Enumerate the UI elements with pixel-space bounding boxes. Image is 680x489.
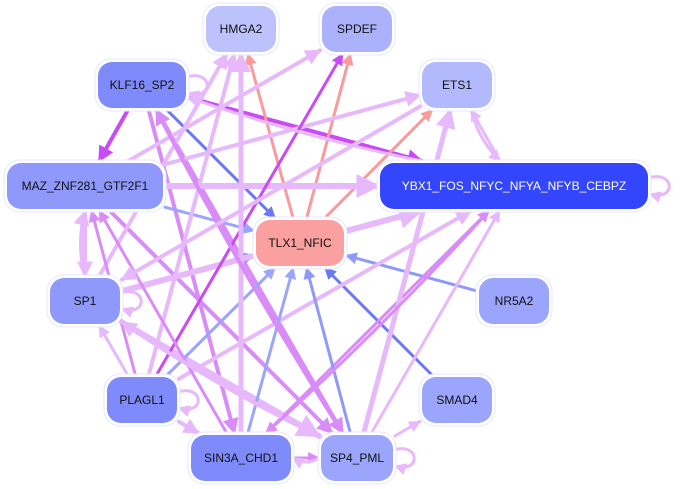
node-label: SMAD4: [436, 393, 478, 407]
edge-sp4_pml-to-tlx1_nfic: [303, 266, 352, 435]
node-label: SIN3A_CHD1: [204, 451, 278, 465]
node-ybx1[interactable]: YBX1_FOS_NFYC_NFYA_NFYB_CEBPZ: [376, 159, 652, 213]
node-label: TLX1_NFIC: [268, 236, 332, 250]
edge-ybx1-to-ets1: [469, 108, 502, 163]
edge-maz_znf281_gtf2f1-to-tlx1_nfic: [163, 205, 256, 234]
edge-ybx1-to-klf16_sp2: [186, 95, 424, 163]
edge-tlx1_nfic-to-ets1: [323, 108, 434, 220]
node-ets1[interactable]: ETS1: [418, 58, 496, 112]
edge-plagl1-to-spdef: [154, 52, 345, 377]
node-box: [256, 220, 344, 266]
edge-klf16_sp2-to-tlx1_nfic: [165, 108, 277, 220]
node-tlx1-nfic[interactable]: TLX1_NFIC: [252, 216, 348, 270]
node-box: [380, 163, 648, 209]
edge-nr5a2-to-tlx1_nfic: [344, 252, 479, 293]
node-maz-znf281-gtf2f1[interactable]: MAZ_ZNF281_GTF2F1: [3, 159, 167, 213]
node-box: [7, 163, 163, 209]
node-smad4[interactable]: SMAD4: [418, 373, 496, 427]
edge-sp1-to-hmga2: [97, 52, 229, 278]
edge-plagl1-to-hmga2: [146, 52, 239, 377]
edge-ets1-to-ybx1: [469, 108, 502, 163]
node-nr5a2[interactable]: NR5A2: [475, 274, 553, 328]
edge-klf16_sp2-to-ybx1: [186, 95, 424, 165]
edge-plagl1-to-plagl1: [175, 389, 200, 417]
node-box: [191, 435, 291, 481]
node-box: [107, 377, 177, 423]
node-sp1[interactable]: SP1: [46, 274, 124, 328]
edge-plagl1-to-sin3a_chd1: [177, 418, 201, 435]
node-label: ETS1: [442, 78, 472, 92]
edge-sp4_pml-to-smad4: [393, 419, 422, 438]
edge-maz_znf281_gtf2f1-to-spdef: [126, 48, 322, 163]
edge-sin3a_chd1-to-ybx1: [264, 209, 491, 435]
node-box: [422, 377, 492, 423]
edge-ybx1-to-sin3a_chd1: [264, 209, 491, 435]
node-label: KLF16_SP2: [110, 78, 175, 92]
node-label: PLAGL1: [119, 393, 165, 407]
node-box: [50, 278, 120, 324]
edge-plagl1-to-ybx1: [177, 209, 473, 381]
edge-sp1-to-maz_znf281_gtf2f1: [73, 209, 90, 278]
node-label: HMGA2: [220, 22, 263, 36]
nodes-layer: HMGA2 SPDEF KLF16_SP2 ETS1MAZ_ZNF281_GTF2F1…: [3, 2, 652, 485]
node-label: SP1: [74, 294, 97, 308]
edge-plagl1-to-sp1: [97, 324, 130, 377]
edge-sin3a_chd1-to-maz_znf281_gtf2f1: [97, 209, 229, 435]
node-box: [422, 62, 492, 108]
edge-sin3a_chd1-to-tlx1_nfic: [246, 266, 297, 435]
node-label: SPDEF: [337, 22, 377, 36]
node-label: YBX1_FOS_NFYC_NFYA_NFYB_CEBPZ: [402, 179, 627, 193]
node-box: [322, 6, 392, 52]
node-spdef[interactable]: SPDEF: [318, 2, 396, 56]
edge-tlx1_nfic-to-spdef: [305, 52, 354, 220]
edge-sp4_pml-to-sp4_pml: [391, 447, 416, 475]
edge-sp4_pml-to-sp1: [120, 320, 321, 439]
node-box: [206, 6, 276, 52]
edge-ybx1-to-ybx1: [646, 175, 671, 203]
edge-sp4_pml-to-ets1: [361, 107, 456, 436]
node-label: SP4_PML: [330, 451, 384, 465]
node-plagl1[interactable]: PLAGL1: [103, 373, 181, 427]
edge-sp4_pml-to-sin3a_chd1: [291, 456, 321, 469]
edge-plagl1-to-tlx1_nfic: [165, 266, 277, 377]
node-label: MAZ_ZNF281_GTF2F1: [22, 179, 149, 193]
edge-sp4_pml-to-ybx1: [369, 209, 502, 435]
node-sp4-pml[interactable]: SP4_PML: [317, 431, 397, 485]
edge-ets1-to-sp1: [120, 104, 422, 282]
node-box: [321, 435, 393, 481]
node-box: [98, 62, 186, 108]
node-klf16-sp2[interactable]: KLF16_SP2: [94, 58, 190, 112]
edge-sp1-to-sp1: [118, 290, 143, 318]
node-hmga2[interactable]: HMGA2: [202, 2, 280, 56]
edge-sp4_pml-to-klf16_sp2: [154, 108, 345, 435]
node-sin3a-chd1[interactable]: SIN3A_CHD1: [187, 431, 295, 485]
node-box: [479, 278, 549, 324]
edge-klf16_sp2-to-maz_znf281_gtf2f1: [97, 108, 130, 163]
node-label: NR5A2: [495, 294, 534, 308]
